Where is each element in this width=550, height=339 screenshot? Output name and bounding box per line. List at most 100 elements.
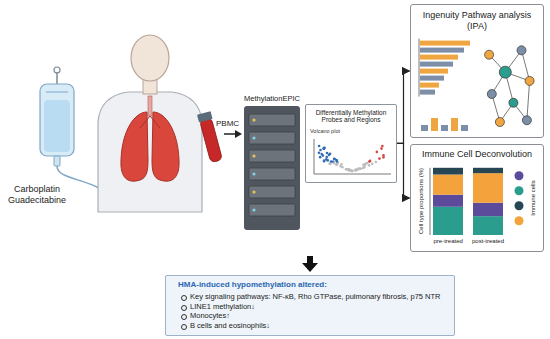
device-light — [252, 190, 255, 193]
plot-dot — [323, 160, 326, 163]
device-light — [252, 118, 255, 121]
analysis-box: Immune Cell DeconvolutionCell type propo… — [410, 144, 544, 252]
network-node — [499, 66, 511, 78]
axis-title: Cell type proportions (%) — [418, 168, 424, 234]
chart-bar — [420, 83, 439, 88]
plot-dot — [348, 168, 351, 171]
plot-dot — [345, 168, 348, 171]
plot-dot — [323, 147, 326, 150]
plot-dot — [333, 158, 336, 161]
chart-bar — [441, 125, 448, 131]
device-slot — [249, 132, 295, 144]
device-light — [252, 154, 255, 157]
pbmc-arrow-head — [235, 130, 242, 138]
pbmc-arrow-shaft — [224, 133, 236, 135]
device-light — [252, 172, 255, 175]
sequencer-node: MethylationEPIC — [244, 94, 300, 230]
plot-axis — [314, 173, 391, 174]
bar-label: post-treated — [472, 238, 504, 244]
drip-chamber — [54, 156, 60, 166]
summary-title: HMA-induced hypomethylation altered: — [178, 280, 444, 290]
chart-bar — [420, 76, 444, 81]
plot-dot — [354, 169, 357, 172]
chart-bar — [420, 48, 464, 53]
trachea — [148, 96, 152, 116]
chart-bar — [421, 125, 428, 131]
chart-axis — [419, 39, 420, 97]
plot-dot — [326, 159, 329, 162]
legend-dot — [515, 216, 524, 225]
patient — [98, 35, 202, 212]
results-heading: Differentially Methylation Probes and Re… — [306, 105, 396, 124]
bullet-text: LINE1 methylation↓ — [190, 302, 255, 311]
summary-box: HMA-induced hypomethylation altered: Key … — [165, 275, 455, 336]
plot-dot — [319, 156, 322, 159]
plot-dot — [326, 152, 329, 155]
stacked-bar — [433, 175, 463, 195]
plot-dot — [328, 154, 331, 157]
chart-bar — [420, 69, 448, 74]
bullet-row: Key signaling pathways: NF-κB, Rho GTPas… — [178, 292, 444, 302]
plot-dot — [378, 157, 381, 160]
box-title: Immune Cell Deconvolution — [411, 145, 543, 160]
bullet-row: B cells and eosinophils↓ — [178, 321, 444, 331]
plot-dot — [371, 162, 374, 165]
plot-dot — [318, 145, 321, 148]
chart-bar — [420, 62, 453, 67]
plot-dot — [347, 168, 350, 171]
sequencer-body — [244, 106, 300, 230]
plot-dot — [318, 151, 321, 154]
network-node — [485, 50, 494, 59]
chart-bar — [420, 90, 435, 95]
plot-dot — [347, 168, 350, 171]
bullet-row: Monocytes↑ — [178, 311, 444, 321]
volcano-plot — [306, 128, 396, 180]
legend-dot — [515, 201, 524, 210]
plot-axis — [314, 139, 315, 174]
stacked-bar — [473, 203, 503, 216]
plot-dot — [328, 162, 331, 165]
bullet-text: Key signaling pathways: NF-κB, Rho GTPas… — [190, 292, 441, 301]
plot-dot — [381, 145, 384, 148]
network-node — [517, 46, 526, 55]
head — [131, 35, 169, 81]
stacked-bar — [433, 207, 463, 235]
bullet-circle — [181, 324, 187, 330]
plot-dot — [322, 154, 325, 157]
chart-bar — [420, 55, 458, 60]
plot-dot — [351, 170, 354, 173]
plot-dot — [357, 168, 360, 171]
right-lung — [152, 112, 179, 181]
plot-dot — [360, 167, 363, 170]
left-lung — [121, 112, 148, 181]
analysis-box: Ingenuity Pathway analysis (IPA) — [410, 4, 544, 138]
chart-bar — [431, 118, 438, 131]
plot-dot — [369, 160, 372, 163]
plot-dot — [380, 147, 383, 150]
device-light — [252, 136, 255, 139]
flow-arrow — [397, 71, 410, 143]
plot-dot — [376, 151, 379, 154]
plot-dot — [366, 162, 369, 165]
device-label: MethylationEPIC — [236, 94, 308, 103]
box-title: Ingenuity Pathway analysis (IPA) — [411, 5, 543, 32]
results-box: Differentially Methylation Probes and Re… — [305, 104, 397, 183]
plot-dot — [348, 169, 351, 172]
network-node — [522, 116, 531, 125]
plot-dot — [319, 149, 322, 152]
stacked-bar — [473, 216, 503, 235]
plot-dot — [333, 162, 336, 165]
plot-dot — [335, 159, 338, 162]
chart-axis — [430, 168, 431, 235]
bag-body — [40, 84, 74, 156]
bag-hook — [56, 72, 58, 84]
sequencer-panels — [244, 106, 300, 230]
bullet-circle — [181, 295, 187, 301]
plot-dot — [363, 166, 366, 169]
legend-dot — [515, 186, 524, 195]
device-slot — [249, 168, 295, 180]
network-node — [509, 98, 518, 107]
plot-dot — [335, 164, 338, 167]
plot-dot — [368, 164, 371, 167]
plot-dot — [325, 156, 328, 159]
